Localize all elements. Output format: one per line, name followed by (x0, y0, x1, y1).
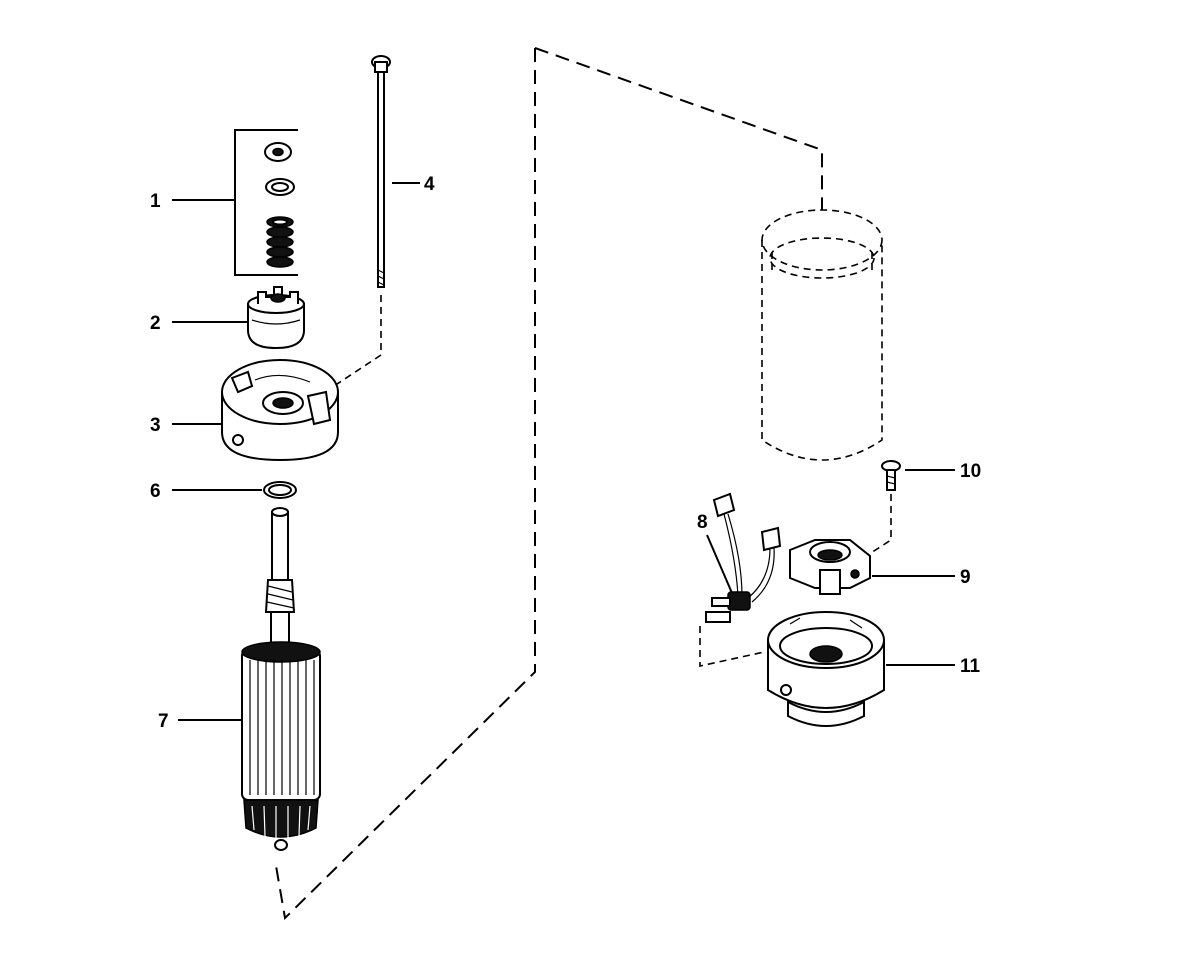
part-4-through-bolt (324, 55, 420, 393)
callout-6: 6 (150, 481, 161, 502)
callout-10: 10 (960, 461, 981, 482)
part-2-pinion-gear (172, 286, 305, 350)
callout-4: 4 (424, 174, 435, 195)
frame-cylinder-dashed (761, 209, 883, 461)
callout-9: 9 (960, 567, 971, 588)
callout-8: 8 (697, 512, 708, 533)
callout-3: 3 (150, 415, 161, 436)
part-11-commutator-end-housing (767, 611, 955, 727)
part-6-o-ring (172, 481, 297, 499)
callout-1: 1 (150, 191, 161, 212)
part-8-brush-lead (699, 492, 782, 667)
callout-11: 11 (960, 656, 981, 677)
callout-7: 7 (158, 711, 169, 732)
alignment-dashed-boundary (274, 47, 823, 921)
part-7-armature (178, 507, 321, 851)
part-10-screw (859, 460, 955, 561)
part-1-drive-kit (172, 129, 298, 276)
callout-2: 2 (150, 313, 161, 334)
part-3-drive-end-housing (172, 359, 339, 462)
part-9-brush-holder (789, 539, 955, 595)
